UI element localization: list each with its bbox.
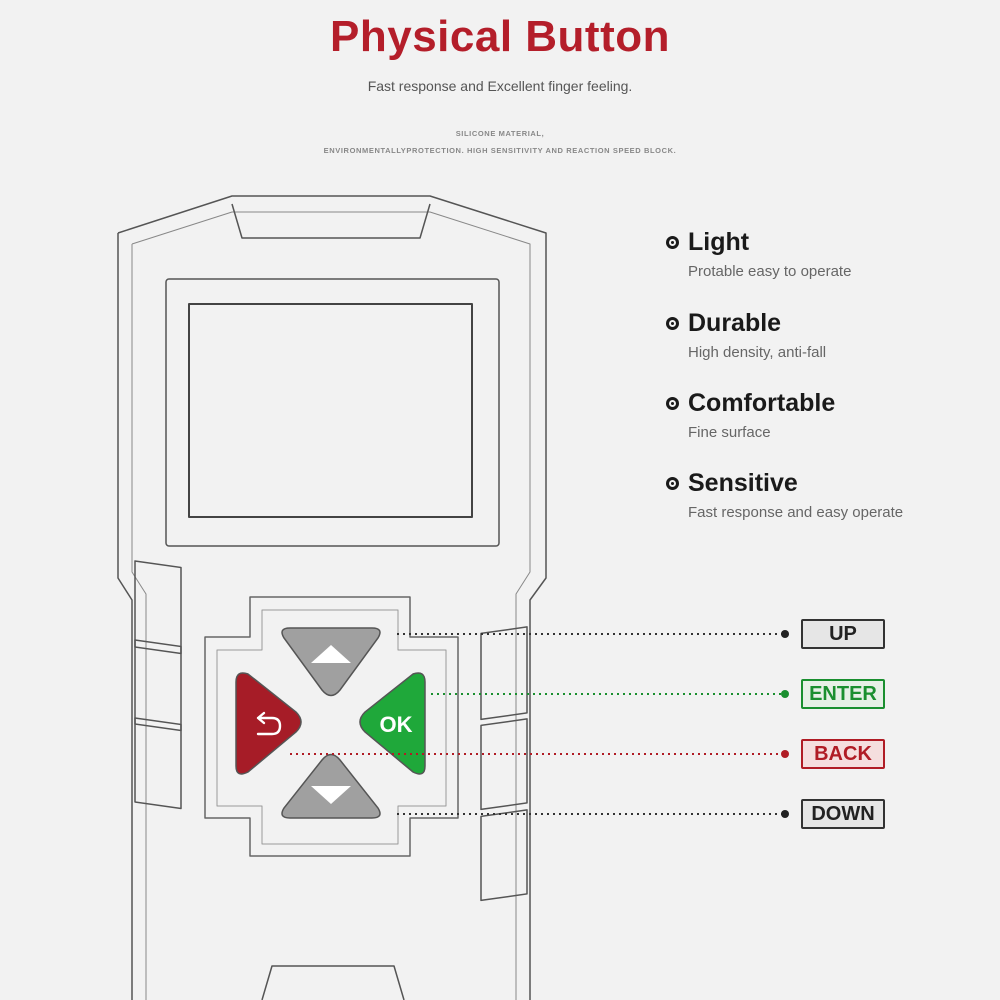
bullet-icon (666, 477, 679, 490)
up-leader-dot (781, 630, 789, 638)
ok-label: OK (380, 712, 413, 737)
feature-description: Protable easy to operate (688, 263, 852, 280)
material-note: SILICONE MATERIAL, (455, 129, 545, 138)
down-button[interactable] (281, 753, 381, 819)
up-arrow-icon (311, 645, 351, 663)
feature-description: Fast response and easy operate (688, 504, 904, 521)
protection-note: ENVIRONMENTALLYPROTECTION. HIGH SENSITIV… (323, 146, 677, 155)
left-grip (134, 560, 182, 655)
feature-description: High density, anti-fall (688, 344, 827, 361)
feature-title: Sensitive (688, 469, 798, 497)
device-body-inner-outline (131, 211, 531, 1000)
device-top-bump (231, 203, 431, 239)
enter-leader-dot (781, 690, 789, 698)
right-grip (480, 626, 528, 721)
feature-description: Fine surface (688, 424, 771, 441)
down-leader-dot (781, 810, 789, 818)
down-arrow-icon (311, 786, 351, 804)
back-leader-dot (781, 750, 789, 758)
feature-title: Durable (688, 309, 782, 337)
device-bottom-bump (261, 965, 405, 1000)
enter-tag: ENTER (801, 679, 885, 709)
screen-bezel (165, 278, 500, 547)
keypad-frame (204, 596, 459, 857)
bullet-icon (666, 236, 679, 249)
screen (188, 303, 473, 518)
back-button[interactable] (235, 672, 302, 775)
bullet-icon (666, 317, 679, 330)
feature-title: Comfortable (688, 389, 836, 417)
return-arrow-icon (256, 711, 282, 736)
device-body-outline (117, 195, 547, 1000)
up-button[interactable] (281, 627, 381, 697)
up-tag: UP (801, 619, 885, 649)
down-tag: DOWN (801, 799, 885, 829)
bullet-icon (666, 397, 679, 410)
page-title: Physical Button (330, 12, 670, 61)
page-subtitle: Fast response and Excellent finger feeli… (367, 78, 633, 94)
ok-button[interactable]: OK (359, 672, 426, 775)
back-tag: BACK (801, 739, 885, 769)
feature-title: Light (688, 228, 750, 256)
